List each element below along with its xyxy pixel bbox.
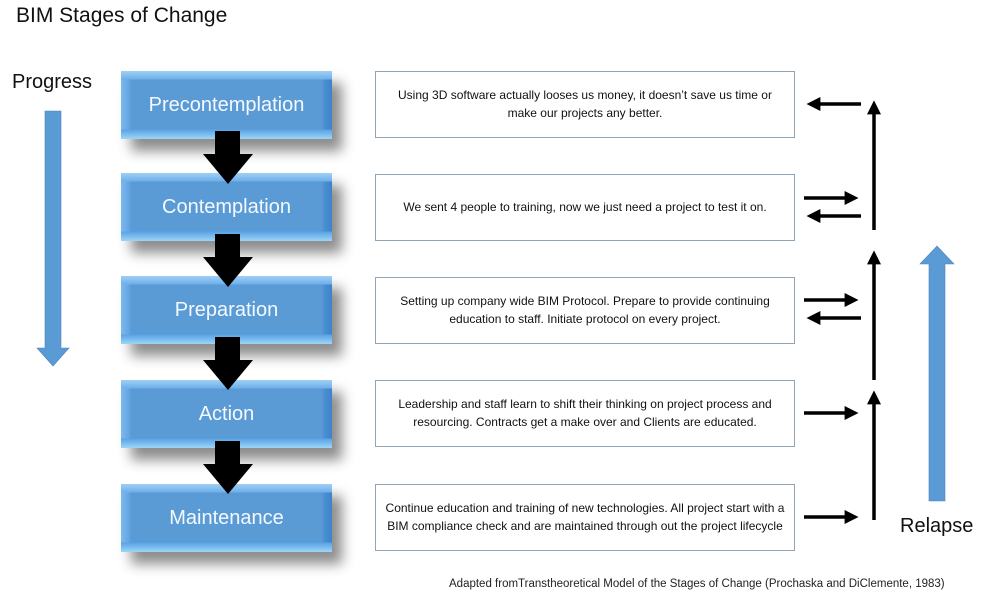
description-text: Using 3D software actually looses us mon…: [398, 88, 772, 120]
stage-box-maintenance: Maintenance: [121, 484, 332, 552]
diagram-title: BIM Stages of Change: [16, 4, 228, 27]
relapse-label: Relapse: [900, 515, 974, 537]
description-box-contemplation: We sent 4 people to training, now we jus…: [375, 174, 795, 241]
connector-arrow-icon: [203, 131, 253, 184]
stage-label: Action: [198, 402, 255, 425]
stage-label: Precontemplation: [148, 93, 305, 116]
description-text: Setting up company wide BIM Protocol. Pr…: [400, 294, 770, 326]
connector-arrow-icon: [203, 337, 253, 390]
stage-label: Preparation: [174, 298, 279, 321]
description-text: Continue education and training of new t…: [385, 501, 785, 533]
relapse-arrow-icon: [919, 245, 955, 502]
description-box-action: Leadership and staff learn to shift thei…: [375, 380, 795, 447]
stage-connector-arrows: [203, 131, 253, 494]
progress-arrow-icon: [36, 110, 70, 367]
description-text: Leadership and staff learn to shift thei…: [398, 397, 772, 429]
stage-label: Contemplation: [162, 195, 291, 218]
description-box-precontemplation: Using 3D software actually looses us mon…: [375, 71, 795, 138]
stage-label: Maintenance: [169, 506, 284, 529]
connector-arrow-icon: [203, 234, 253, 287]
stage-box-action: Action: [121, 380, 332, 448]
progress-label: Progress: [12, 71, 93, 93]
stage-box-contemplation: Contemplation: [121, 173, 332, 241]
source-credit: Adapted fromTranstheoretical Model of th…: [449, 578, 945, 590]
feedback-arrows: [804, 97, 861, 524]
stage-box-preparation: Preparation: [121, 276, 332, 344]
description-box-preparation: Setting up company wide BIM Protocol. Pr…: [375, 277, 795, 344]
description-box-maintenance: Continue education and training of new t…: [375, 484, 795, 551]
stage-box-precontemplation: Precontemplation: [121, 71, 332, 139]
connector-arrow-icon: [203, 441, 253, 494]
description-text: We sent 4 people to training, now we jus…: [403, 199, 767, 214]
